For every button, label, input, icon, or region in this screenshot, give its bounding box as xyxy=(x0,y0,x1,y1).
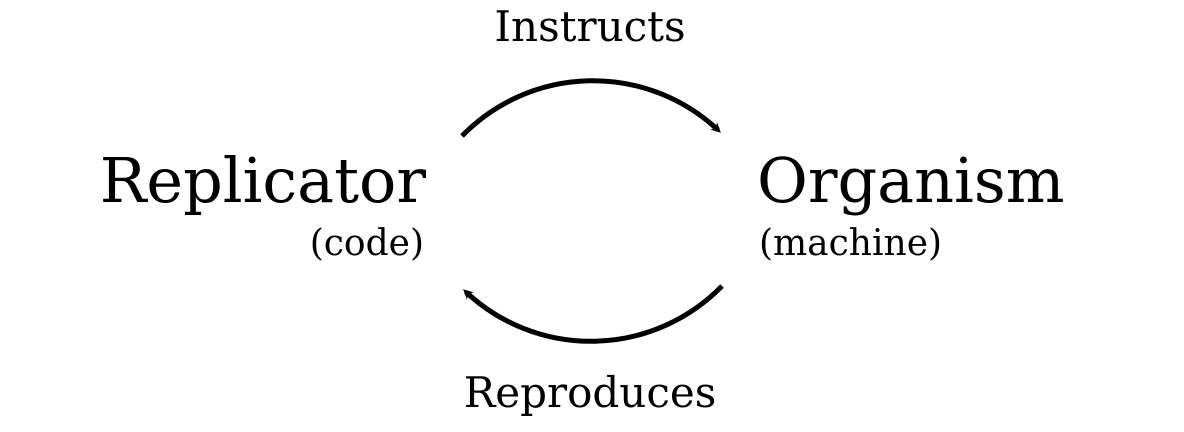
organism-label: Organism xyxy=(757,144,1065,217)
instructs-label: Instructs xyxy=(494,2,686,51)
replicator-sublabel: (code) xyxy=(309,223,424,264)
replicator-label: Replicator xyxy=(99,144,426,217)
reproduces-arrow xyxy=(463,284,724,344)
instructs-arrow xyxy=(460,78,721,138)
reproduces-label: Reproduces xyxy=(463,368,717,417)
organism-sublabel: (machine) xyxy=(759,223,943,264)
